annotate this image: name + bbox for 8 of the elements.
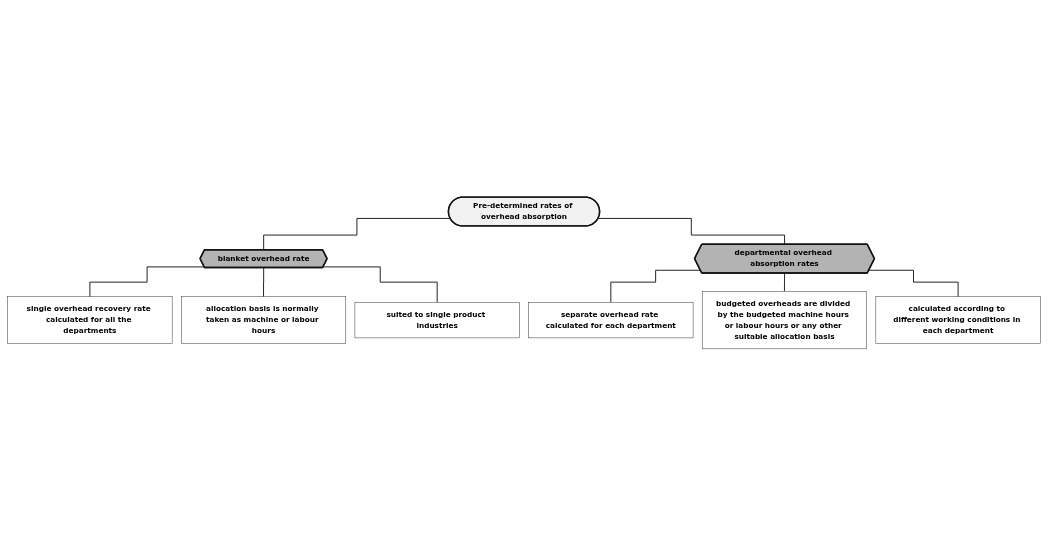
connector [868, 269, 959, 297]
connector [610, 269, 701, 303]
connector [263, 266, 265, 297]
connector [263, 217, 451, 250]
connector [597, 217, 786, 245]
connector [322, 265, 438, 303]
connector [89, 265, 205, 297]
connector [784, 272, 786, 292]
